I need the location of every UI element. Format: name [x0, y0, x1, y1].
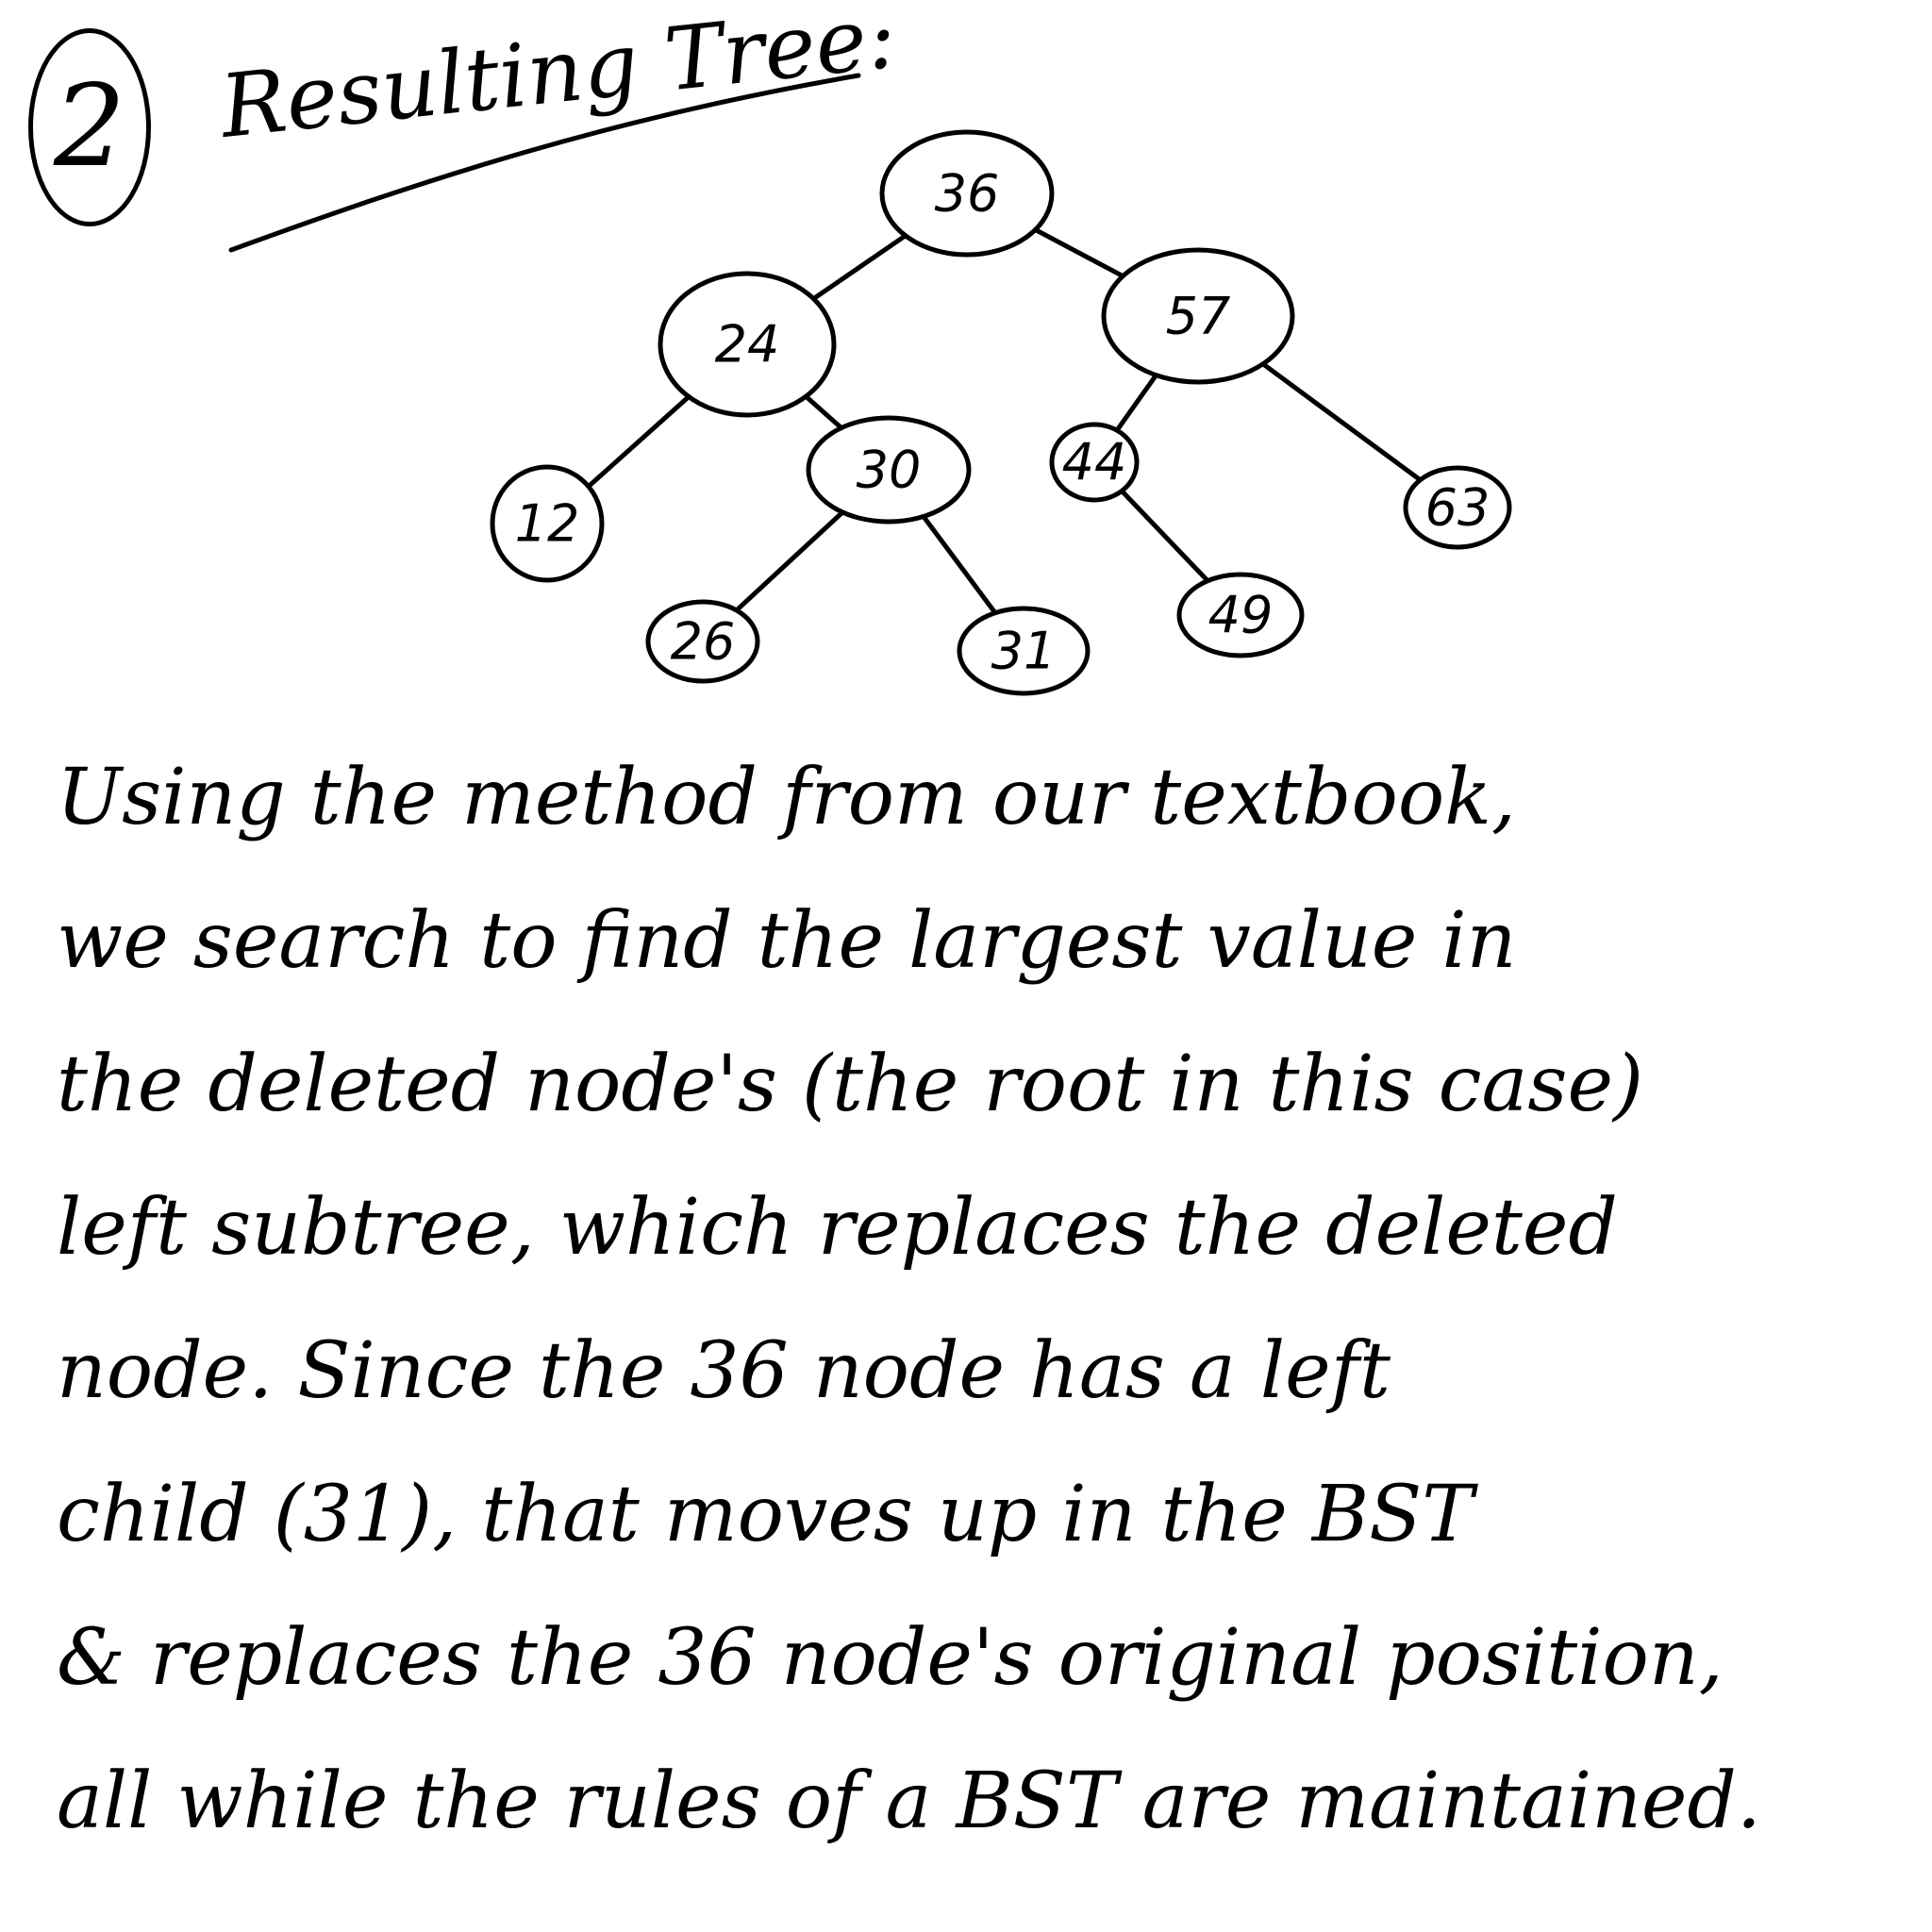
tree-node-44: 44 — [1049, 422, 1140, 503]
tree-edge-36-57 — [1033, 227, 1125, 279]
step-number: 2 — [28, 28, 151, 226]
heading: 2 Resulting Tree: — [28, 0, 901, 264]
tree-edge-36-24 — [810, 233, 908, 302]
tree-node-label: 57 — [1166, 287, 1231, 346]
tree-node-label: 31 — [991, 622, 1057, 681]
heading-underline — [228, 73, 861, 253]
tree-edge-30-26 — [734, 509, 845, 613]
tree-node-outline — [1101, 247, 1295, 385]
tree-node-outline — [879, 129, 1055, 258]
tree-edge-57-63 — [1260, 361, 1423, 483]
tree-node-outline — [957, 606, 1091, 696]
explanation-line-5: node. Since the 36 node has a left — [57, 1326, 1391, 1416]
tree-diagram: 36 24 57 12 30 44 63 26 31 49 — [490, 129, 1512, 696]
tree-node-label: 26 — [671, 612, 736, 672]
tree-node-12: 12 — [490, 464, 605, 583]
explanation-text: Using the method from our textbook, we s… — [57, 726, 1906, 1874]
tree-edge-57-44 — [1114, 373, 1158, 433]
tree-node-label: 30 — [857, 441, 922, 500]
tree-node-30: 30 — [806, 415, 972, 525]
tree-node-label: 44 — [1062, 433, 1127, 492]
tree-node-31: 31 — [957, 606, 1091, 696]
explanation-line-7: & replaces the 36 node's original positi… — [57, 1613, 1724, 1703]
tree-node-outline — [1176, 572, 1305, 658]
tree-node-24: 24 — [658, 271, 837, 418]
tree-node-label: 63 — [1425, 478, 1491, 538]
explanation-line-8: all while the rules of a BST are maintai… — [57, 1757, 1761, 1846]
tree-node-outline — [1403, 465, 1512, 550]
explanation-line-2: we search to find the largest value in — [57, 896, 1517, 986]
tree-edge-24-30 — [803, 393, 844, 431]
tree-edge-24-12 — [586, 394, 691, 490]
tree-node-26: 26 — [645, 599, 760, 684]
tree-node-label: 24 — [715, 315, 780, 375]
tree-node-outline — [658, 271, 837, 418]
explanation-line-4: left subtree, which replaces the deleted — [57, 1183, 1618, 1273]
tree-node-label: 49 — [1208, 586, 1274, 645]
tree-node-outline — [806, 415, 972, 525]
tree-node-36: 36 — [879, 129, 1055, 258]
tree-node-outline — [1049, 422, 1140, 503]
tree-node-63: 63 — [1403, 465, 1512, 550]
tree-node-outline — [645, 599, 760, 684]
tree-node-label: 36 — [935, 164, 1000, 224]
tree-node-49: 49 — [1176, 572, 1305, 658]
tree-edge-44-49 — [1119, 489, 1210, 584]
explanation-line-3: the deleted node's (the root in this cas… — [57, 1040, 1644, 1129]
tree-node-57: 57 — [1101, 247, 1295, 385]
tree-edge-30-31 — [921, 514, 998, 616]
tree-node-outline — [490, 464, 605, 583]
explanation-line-6: child (31), that moves up in the BST — [57, 1470, 1474, 1559]
explanation-line-1: Using the method from our textbook, — [57, 753, 1516, 842]
tree-node-label: 12 — [515, 494, 580, 554]
